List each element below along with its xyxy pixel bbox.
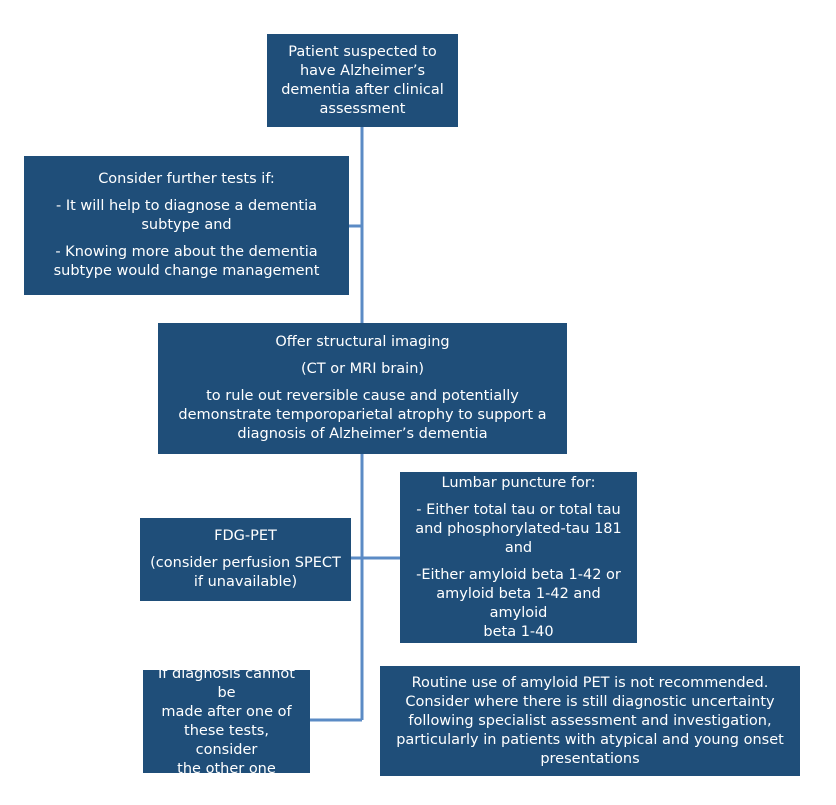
box-heading: FDG-PET [214,528,277,544]
box-text-line: beta 1-40 [483,623,554,640]
box-text-line: amyloid beta 1-42 and amyloid [436,585,601,621]
box-text-line: subtype and [141,217,232,233]
box-text-line: these tests, consider [184,722,269,758]
box-text-line: Consider where there is still diagnostic… [405,693,775,710]
box-text-line: (consider perfusion SPECT [150,555,341,571]
structural-imaging-box: Offer structural imaging (CT or MRI brai… [158,323,567,454]
box-heading: Lumbar puncture for: [441,474,596,491]
box-text-line: -Either amyloid beta 1-42 or [416,566,621,583]
box-text-line: (CT or MRI brain) [300,361,425,377]
box-heading: Offer structural imaging [275,334,450,350]
box-text-line: if unavailable) [193,574,298,590]
box-text-line: dementia after clinical [281,81,444,98]
box-text-line: demonstrate temporoparietal atrophy to s… [178,407,547,423]
box-text-line: Routine use of amyloid PET is not recomm… [411,674,769,691]
box-text-line: - Either total tau or total tau [416,501,621,518]
box-text-line: to rule out reversible cause and potenti… [206,388,519,404]
box-heading: Consider further tests if: [98,171,275,187]
further-tests-box: Consider further tests if: - It will hel… [24,156,349,295]
fdg-pet-box: FDG-PET (consider perfusion SPECT if una… [140,518,351,601]
box-text-line: and phosphorylated-tau 181 [415,520,622,537]
box-text-line: the other one [177,760,276,777]
box-text-line: - It will help to diagnose a dementia [55,198,317,214]
box-text-line: If diagnosis cannot be [158,665,295,701]
box-text-line: Patient suspected to [288,43,437,60]
box-text-line: have Alzheimer’s [299,62,426,79]
box-text-line: subtype would change management [53,263,320,279]
diagnosis-uncertain-box: If diagnosis cannot be made after one of… [143,666,310,777]
box-text-line: following specialist assessment and inve… [408,712,772,729]
box-text-line: particularly in patients with atypical a… [396,731,784,748]
box-text-line: and [504,539,533,556]
box-text-line: diagnosis of Alzheimer’s dementia [237,426,488,442]
box-text-line: made after one of [161,703,292,720]
amyloid-pet-box: Routine use of amyloid PET is not recomm… [380,666,800,776]
lumbar-puncture-box: Lumbar puncture for: - Either total tau … [400,472,637,643]
box-text-line: - Knowing more about the dementia [55,244,318,260]
box-text-line: assessment [319,100,406,117]
box-text-line: presentations [540,750,640,767]
patient-suspected-box: Patient suspected to have Alzheimer’s de… [267,34,458,127]
